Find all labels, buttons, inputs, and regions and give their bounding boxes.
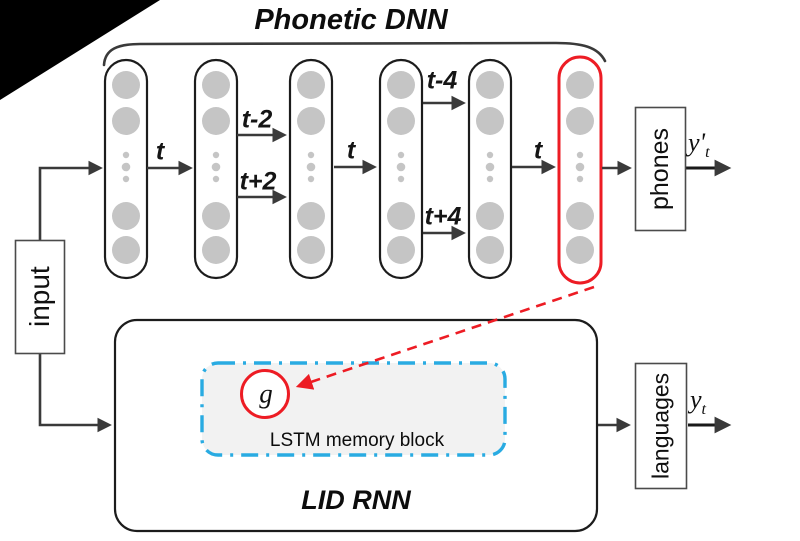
- time-label-t-2: t: [346, 136, 356, 165]
- time-label-t-plus-4: t+4: [424, 202, 462, 231]
- corner-fold-black-triangle: [0, 0, 160, 100]
- time-label-t-plus-2: t+2: [239, 167, 277, 196]
- phones-output-symbol: y't: [688, 128, 710, 162]
- arrow-phonetic-feature-to-gate: [295, 285, 595, 390]
- languages-output-symbol: yt: [690, 385, 706, 419]
- gate-circle: [240, 369, 290, 419]
- input-box: [14, 239, 66, 355]
- arrow-input-to-rnn: [38, 353, 112, 433]
- input-box-label: input: [24, 266, 55, 327]
- time-label-t-minus-4: t-4: [426, 66, 458, 95]
- phones-box-label: phones: [646, 127, 674, 210]
- phones-box: [634, 106, 687, 232]
- gate-label: g: [259, 378, 273, 409]
- languages-output-subscript: t: [701, 401, 707, 419]
- languages-box-label: languages: [647, 372, 674, 479]
- languages-output-main: y: [690, 385, 702, 414]
- languages-box: [634, 362, 688, 490]
- time-label-t-1: t: [155, 137, 165, 166]
- time-label-t-minus-2: t-2: [241, 105, 273, 134]
- phones-output-main: y': [688, 128, 706, 157]
- arrow-input-to-dnn: [38, 160, 103, 240]
- time-label-t-3: t: [533, 136, 543, 165]
- lid-rnn-label: LID RNN: [301, 485, 411, 515]
- figure-title: Phonetic DNN: [254, 4, 448, 36]
- lstm-memory-block-label: LSTM memory block: [269, 430, 445, 451]
- phones-output-subscript: t: [705, 144, 710, 162]
- phonetic-dnn-brace: [102, 41, 607, 67]
